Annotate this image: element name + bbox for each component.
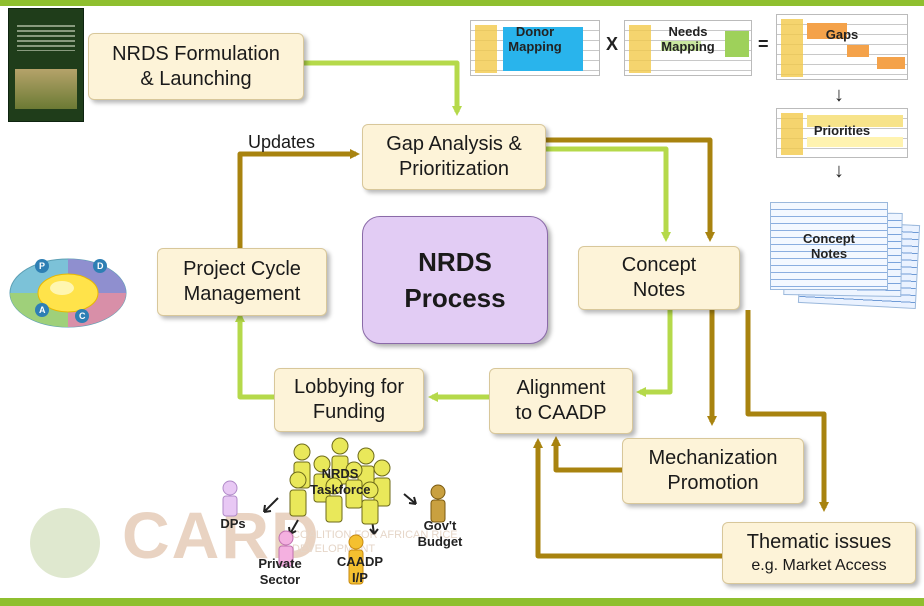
nrds-taskforce-line1: NRDS [321, 466, 359, 481]
pdca-letter-c: C [79, 311, 86, 321]
nrds-taskforce-line2: Taskforce [310, 482, 371, 497]
box-lobbying-funding: Lobbying for Funding [274, 368, 424, 432]
box-alignment-caadp: Alignment to CAADP [489, 368, 633, 434]
box-mechanization-promotion-line2: Promotion [667, 472, 759, 494]
gaps-label: Gaps [825, 27, 859, 42]
arrow-lobbying-to-pcm [235, 312, 274, 400]
gaps-sheet: Gaps [776, 14, 908, 80]
box-thematic-issues-line1: Thematic issues [746, 530, 892, 553]
box-gap-analysis-line2: Prioritization [398, 158, 510, 180]
box-lobbying-funding-line2: Funding [312, 401, 386, 423]
box-gap-analysis: Gap Analysis & Prioritization [362, 124, 546, 190]
dps-label: DPs [220, 516, 246, 531]
arrow-pcm-to-gap-updates [237, 149, 360, 248]
arrow-gap-to-concept-brown [546, 137, 715, 242]
arrow-formulation-to-gap [304, 60, 462, 116]
top-accent-bar [0, 0, 924, 6]
times-symbol: X [606, 34, 619, 54]
caadp-ip-line2: I/P [352, 570, 368, 585]
box-alignment-caadp-line1: Alignment [516, 377, 606, 399]
box-thematic-issues-line2: e.g. Market Access [751, 556, 887, 574]
caadp-ip-label: CAADP I/P [332, 554, 388, 586]
card-logo-subtitle-1: COALITION FOR AFRICAN RICE [292, 529, 458, 541]
donor-mapping-line2: Mapping [508, 39, 562, 54]
box-project-cycle-management-line1: Project Cycle [183, 258, 301, 280]
box-project-cycle-management-line2: Management [183, 283, 301, 305]
box-concept-notes-line1: Concept [621, 254, 697, 276]
box-mechanization-promotion: Mechanization Promotion [622, 438, 804, 504]
box-project-cycle-management: Project Cycle Management [157, 248, 327, 316]
arrow-mechanization-to-alignment [551, 436, 622, 473]
arrow-thematic-to-alignment [533, 438, 722, 559]
box-thematic-issues: Thematic issues e.g. Market Access [722, 522, 916, 584]
stakeholder-figures [222, 437, 446, 585]
equals-symbol: = [758, 34, 769, 54]
arrow-gap-to-concept-green [546, 146, 671, 242]
box-gap-analysis-line1: Gap Analysis & [386, 133, 522, 155]
priorities-sheet: Priorities [776, 108, 908, 158]
down-arrow-2: ↓ [834, 160, 844, 182]
pdca-cycle-graphic: P D C A [9, 258, 127, 328]
box-concept-notes-line2: Notes [632, 279, 686, 301]
private-sector-line1: Private [258, 556, 302, 571]
arrow-concept-to-alignment [636, 310, 673, 397]
govt-budget-line2: Budget [417, 534, 463, 549]
box-lobbying-funding-line1: Lobbying for [293, 376, 405, 398]
concept-notes-doc-line1: Concept [803, 231, 855, 246]
donor-mapping-line1: Donor [515, 24, 555, 39]
concept-notes-doc-line2: Notes [810, 246, 848, 261]
label-updates: Updates [248, 132, 316, 152]
box-nrds-formulation-line2: & Launching [140, 67, 252, 90]
box-nrds-formulation: NRDS Formulation & Launching [88, 33, 304, 100]
pdca-letter-d: D [97, 261, 104, 271]
arrow-concept-to-thematic [745, 310, 829, 512]
priorities-label: Priorities [813, 123, 871, 138]
center-line1: NRDS [418, 247, 492, 277]
box-nrds-formulation-line1: NRDS Formulation [112, 42, 280, 65]
down-arrow-1: ↓ [834, 84, 844, 106]
nrds-taskforce-label: NRDS Taskforce [310, 466, 370, 498]
nrds-document-cover-image [8, 8, 84, 122]
private-sector-label: Private Sector [248, 556, 312, 588]
govt-budget-line1: Gov't [423, 518, 457, 533]
center-line2: Process [404, 283, 506, 313]
govt-budget-label: Gov't Budget [410, 518, 470, 550]
center-nrds-process: NRDS Process [362, 216, 548, 344]
box-concept-notes: Concept Notes [578, 246, 740, 310]
bottom-accent-bar [0, 598, 924, 606]
needs-mapping-line2: Mapping [661, 39, 715, 54]
box-mechanization-promotion-line1: Mechanization [648, 447, 778, 469]
caadp-ip-line1: CAADP [336, 554, 384, 569]
private-sector-line2: Sector [259, 572, 301, 587]
card-logo-emblem [30, 508, 100, 578]
pdca-letter-p: P [39, 261, 45, 271]
needs-mapping-line1: Needs [668, 24, 708, 39]
box-alignment-caadp-line2: to CAADP [515, 402, 607, 424]
pdca-letter-a: A [39, 305, 46, 315]
